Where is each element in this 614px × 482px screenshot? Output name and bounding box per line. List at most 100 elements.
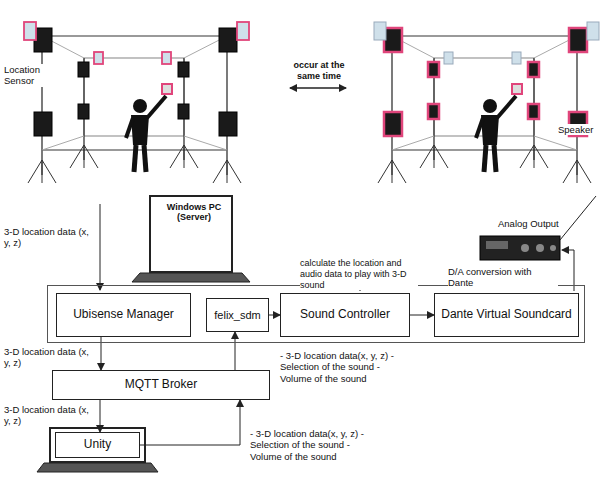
frame-bar xyxy=(392,35,577,37)
connector xyxy=(140,400,240,445)
speaker xyxy=(178,62,189,77)
box-label: Sound Controller xyxy=(296,308,394,322)
stand-post xyxy=(576,36,577,175)
location-sensor xyxy=(24,22,36,40)
speaker xyxy=(428,62,439,77)
frame-bar xyxy=(534,136,577,150)
connector xyxy=(410,315,434,316)
box-label: Dante Virtual Soundcard xyxy=(437,308,576,322)
input-arrow xyxy=(100,204,101,290)
speaker xyxy=(528,62,539,77)
frame-bar xyxy=(184,136,227,150)
speaker xyxy=(384,112,402,136)
edge-label: 3-D location data (x, y, z) xyxy=(4,346,92,369)
frame-bar xyxy=(42,136,84,150)
tripod-leg xyxy=(184,145,198,168)
stand-post xyxy=(41,36,42,175)
tripod-leg xyxy=(434,145,448,168)
process-box: Unity xyxy=(55,432,140,458)
location-sensor xyxy=(587,22,599,40)
stand-post xyxy=(391,36,392,175)
tripod-leg xyxy=(70,145,84,168)
edge-label: - 3-D location data(x, y, z) - Selection… xyxy=(250,428,384,462)
box-label: MQTT Broker xyxy=(121,378,201,392)
tripod-leg xyxy=(420,145,434,168)
audio-interface xyxy=(480,236,560,260)
speaker xyxy=(384,28,402,52)
person-arm xyxy=(147,96,166,118)
tripod-leg xyxy=(84,145,85,168)
tripod-leg xyxy=(534,145,535,168)
note-label: calculate the location and audio data to… xyxy=(300,258,418,290)
box-label: Ubisense Manager xyxy=(69,308,178,322)
speaker xyxy=(569,28,587,52)
location-sensor xyxy=(374,22,386,40)
stand-post xyxy=(226,36,227,175)
tripod-leg xyxy=(170,145,184,168)
tripod-leg xyxy=(84,145,98,168)
speaker xyxy=(78,62,89,77)
speaker xyxy=(528,104,539,119)
note-label: Speaker xyxy=(558,124,608,135)
tripod-leg xyxy=(563,160,577,183)
frame-bar xyxy=(42,35,227,37)
server-laptop xyxy=(132,196,250,282)
unity-laptop xyxy=(37,428,158,472)
person-arm xyxy=(476,118,483,138)
connector xyxy=(101,337,102,370)
tag xyxy=(512,84,522,94)
group-heading: Windows PC (Server) xyxy=(156,202,232,223)
person-leg xyxy=(484,145,486,172)
person-arm xyxy=(497,96,516,118)
process-box: felix_sdm xyxy=(206,298,269,332)
note-label: Analog Output xyxy=(498,218,568,229)
box-label: felix_sdm xyxy=(210,309,264,322)
connector xyxy=(100,400,101,432)
location-sensor xyxy=(444,52,453,64)
frame-bar xyxy=(392,136,434,150)
person-leg xyxy=(134,145,136,172)
connector xyxy=(235,332,236,370)
tag xyxy=(162,84,172,94)
tripod-leg xyxy=(184,145,185,168)
tripod-leg xyxy=(227,160,241,183)
edge-label: 3-D location data (x, y, z) xyxy=(4,404,92,427)
process-box: MQTT Broker xyxy=(52,370,270,400)
connector xyxy=(269,315,280,316)
speaker xyxy=(428,104,439,119)
sync-arrow xyxy=(290,87,346,89)
tripod-leg xyxy=(42,160,56,183)
location-sensor xyxy=(94,52,103,64)
person-leg xyxy=(144,145,146,172)
person xyxy=(126,84,172,172)
person-head xyxy=(483,99,497,113)
speaker xyxy=(178,104,189,119)
tripod-leg xyxy=(213,160,227,183)
tripod-leg xyxy=(434,145,435,168)
location-sensor xyxy=(512,52,521,64)
tripod-leg xyxy=(42,160,43,183)
note-label: D/A conversion with Dante xyxy=(448,266,558,289)
note-label: occur at the same time xyxy=(288,60,350,82)
speaker xyxy=(219,28,237,52)
location-sensor xyxy=(162,52,171,64)
process-box: Dante Virtual Soundcard xyxy=(434,293,579,337)
speaker xyxy=(219,112,237,136)
tripod-leg xyxy=(28,160,42,183)
person-head xyxy=(133,99,147,113)
location-sensor xyxy=(237,22,249,40)
tripod-leg xyxy=(392,160,393,183)
note-label: Location Sensor xyxy=(4,64,52,87)
speaker-frame xyxy=(24,22,249,183)
speaker-frame xyxy=(374,22,599,183)
tripod-leg xyxy=(520,145,534,168)
edge-label: - 3-D location data(x, y, z) - Selection… xyxy=(280,350,414,384)
note-label: 3-D location data (x, y, z) xyxy=(4,226,94,249)
tripod-leg xyxy=(227,160,228,183)
tripod-leg xyxy=(392,160,406,183)
process-box: Sound Controller xyxy=(280,293,410,337)
process-box: Ubisense Manager xyxy=(56,293,191,337)
tripod-leg xyxy=(534,145,548,168)
box-label: Unity xyxy=(80,438,115,452)
